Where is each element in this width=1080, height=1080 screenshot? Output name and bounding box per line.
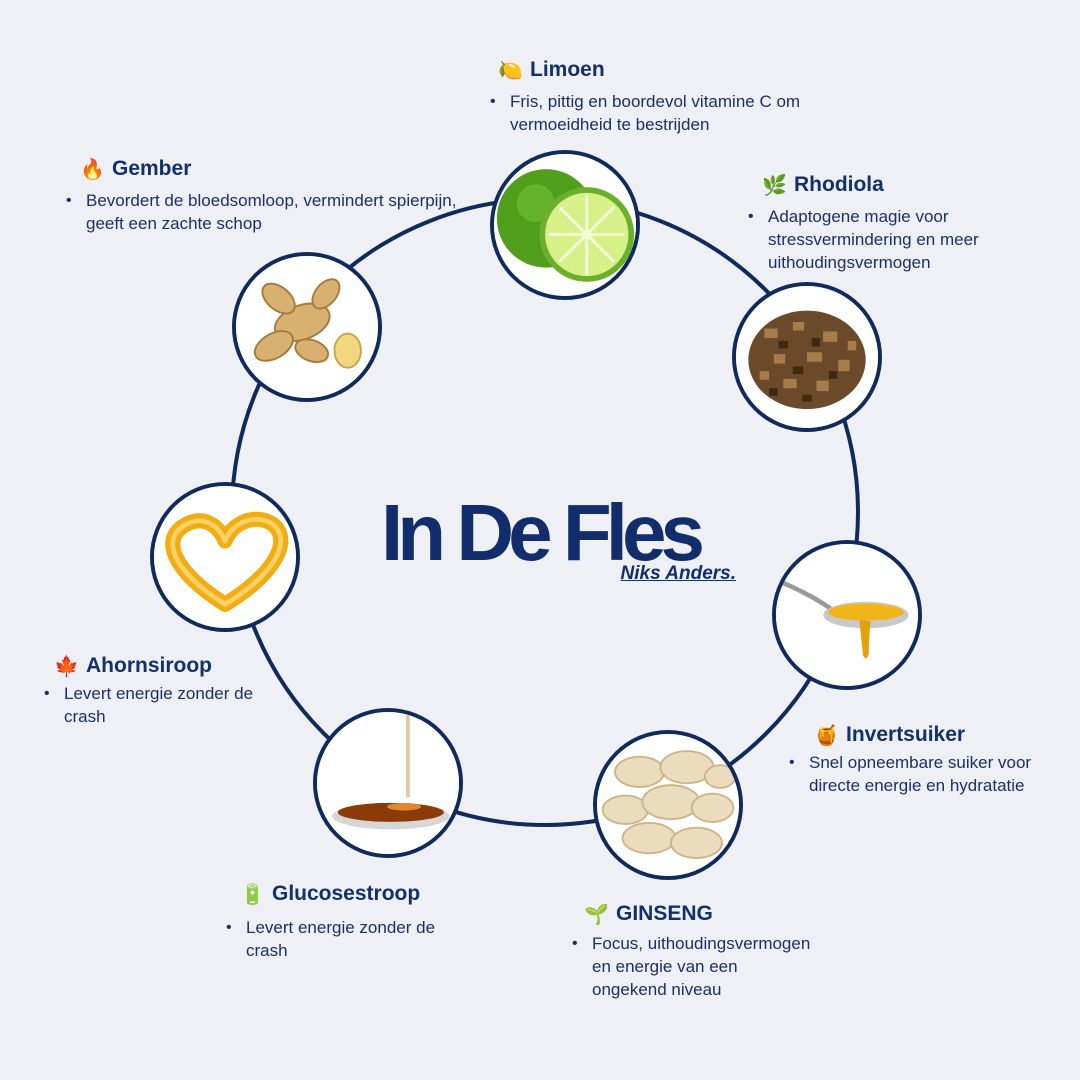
ingredient-name: GINSENG [616,902,713,925]
ingredient-name: Limoen [530,58,605,81]
ingredient-name: Glucosestroop [272,882,421,905]
ingredient-description: Adaptogene magie voor stressvermindering… [748,205,1042,274]
honey-pot-icon: 🍯 [814,723,839,747]
ingredient-description: Levert energie zonder de crash [226,916,470,962]
maple-syrup-heart-image [150,482,300,632]
rhodiola-image [732,282,882,432]
maple-leaf-icon: 🍁 [54,654,79,678]
ingredient-gember: 🔥 Gember Bevordert de bloedsomloop, vermi… [66,157,470,235]
ingredient-name: Invertsuiker [846,723,966,746]
ginseng-image [593,730,743,880]
ingredient-ahornsiroop: 🍁 Ahornsiroop Levert energie zonder de cr… [44,654,284,728]
seedling-icon: 🌱 [584,902,609,926]
brand-title: In De Fles [381,488,705,577]
ingredient-description: Focus, uithoudingsvermogen en energie va… [572,932,814,1001]
herb-icon: 🌿 [762,173,787,197]
ingredient-ginseng: 🌱 GINSENG Focus, uithoudingsvermogen en e… [572,902,814,1001]
ingredient-limoen: 🍋 Limoen Fris, pittig en boordevol vitami… [490,58,898,136]
glucose-syrup-image [313,708,463,858]
ingredient-description: Levert energie zonder de crash [44,682,284,728]
ingredient-name: Ahornsiroop [86,654,212,677]
ingredient-rhodiola: 🌿 Rhodiola Adaptogene magie voor stressve… [748,173,1042,274]
invert-sugar-image [772,540,922,690]
fire-icon: 🔥 [80,157,105,181]
ingredient-description: Bevordert de bloedsomloop, vermindert sp… [66,189,470,235]
ginger-image [232,252,382,402]
ingredient-name: Rhodiola [794,173,884,196]
ingredient-name: Gember [112,157,192,180]
ingredient-glucosestroop: 🔋 Glucosestroop Levert energie zonder de … [226,882,470,962]
ingredient-invertsuiker: 🍯 Invertsuiker Snel opneembare suiker voo… [789,723,1054,797]
ingredient-description: Snel opneembare suiker voor directe ener… [789,751,1054,797]
brand-subtitle: Niks Anders. [620,563,736,584]
lime-image [490,150,640,300]
battery-icon: 🔋 [240,882,265,906]
lemon-icon: 🍋 [498,58,523,82]
ingredient-description: Fris, pittig en boordevol vitamine C om … [490,90,898,136]
